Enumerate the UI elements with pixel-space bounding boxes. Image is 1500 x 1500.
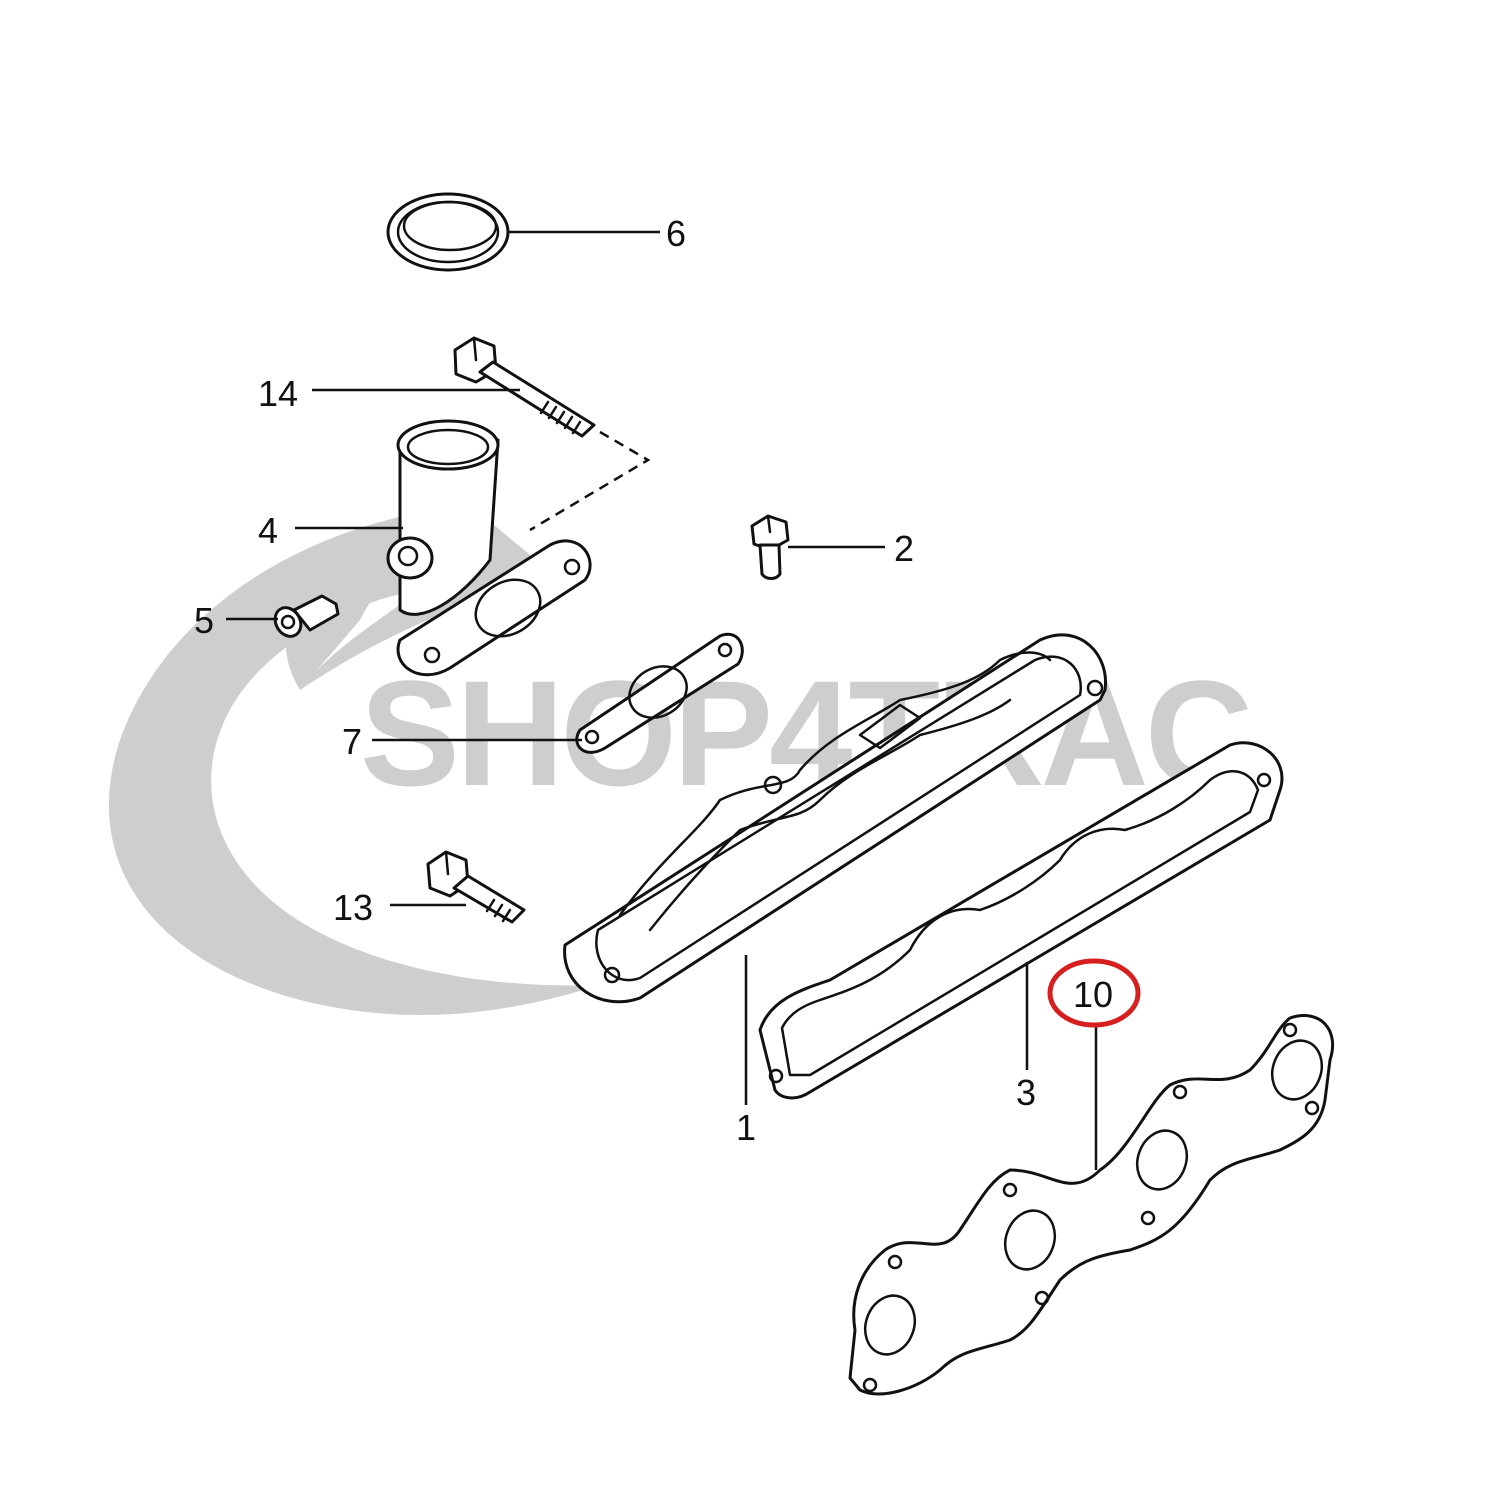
part-6-o-ring[interactable] — [386, 192, 510, 272]
watermark-swoosh-inner-icon — [285, 505, 470, 690]
callout-4[interactable]: 4 — [258, 510, 278, 551]
callout-14[interactable]: 14 — [258, 373, 298, 414]
part-5-plug-bolt[interactable] — [270, 594, 340, 641]
callout-1[interactable]: 1 — [736, 1107, 756, 1148]
part-4-water-outlet-housing[interactable] — [386, 419, 592, 677]
bolt-axis-line — [529, 430, 651, 532]
callout-3[interactable]: 3 — [1016, 1072, 1036, 1113]
callout-2[interactable]: 2 — [894, 528, 914, 569]
part-3-cover-gasket[interactable] — [758, 741, 1284, 1100]
callout-7[interactable]: 7 — [342, 721, 362, 762]
callout-5[interactable]: 5 — [194, 600, 214, 641]
callout-10[interactable]: 10 — [1073, 974, 1113, 1015]
watermark-swoosh-icon — [108, 505, 600, 1016]
part-2-small-bolt[interactable] — [750, 514, 790, 580]
part-1-cover[interactable] — [563, 633, 1108, 1004]
callout-13[interactable]: 13 — [333, 887, 373, 928]
callout-6[interactable]: 6 — [666, 213, 686, 254]
part-10-manifold-gasket[interactable] — [848, 1014, 1335, 1396]
part-7-outlet-gasket[interactable] — [575, 632, 744, 754]
part-13-bolt[interactable] — [426, 850, 526, 924]
part-14-long-bolt[interactable] — [453, 336, 596, 438]
highlight-circle-10 — [1047, 958, 1141, 1028]
